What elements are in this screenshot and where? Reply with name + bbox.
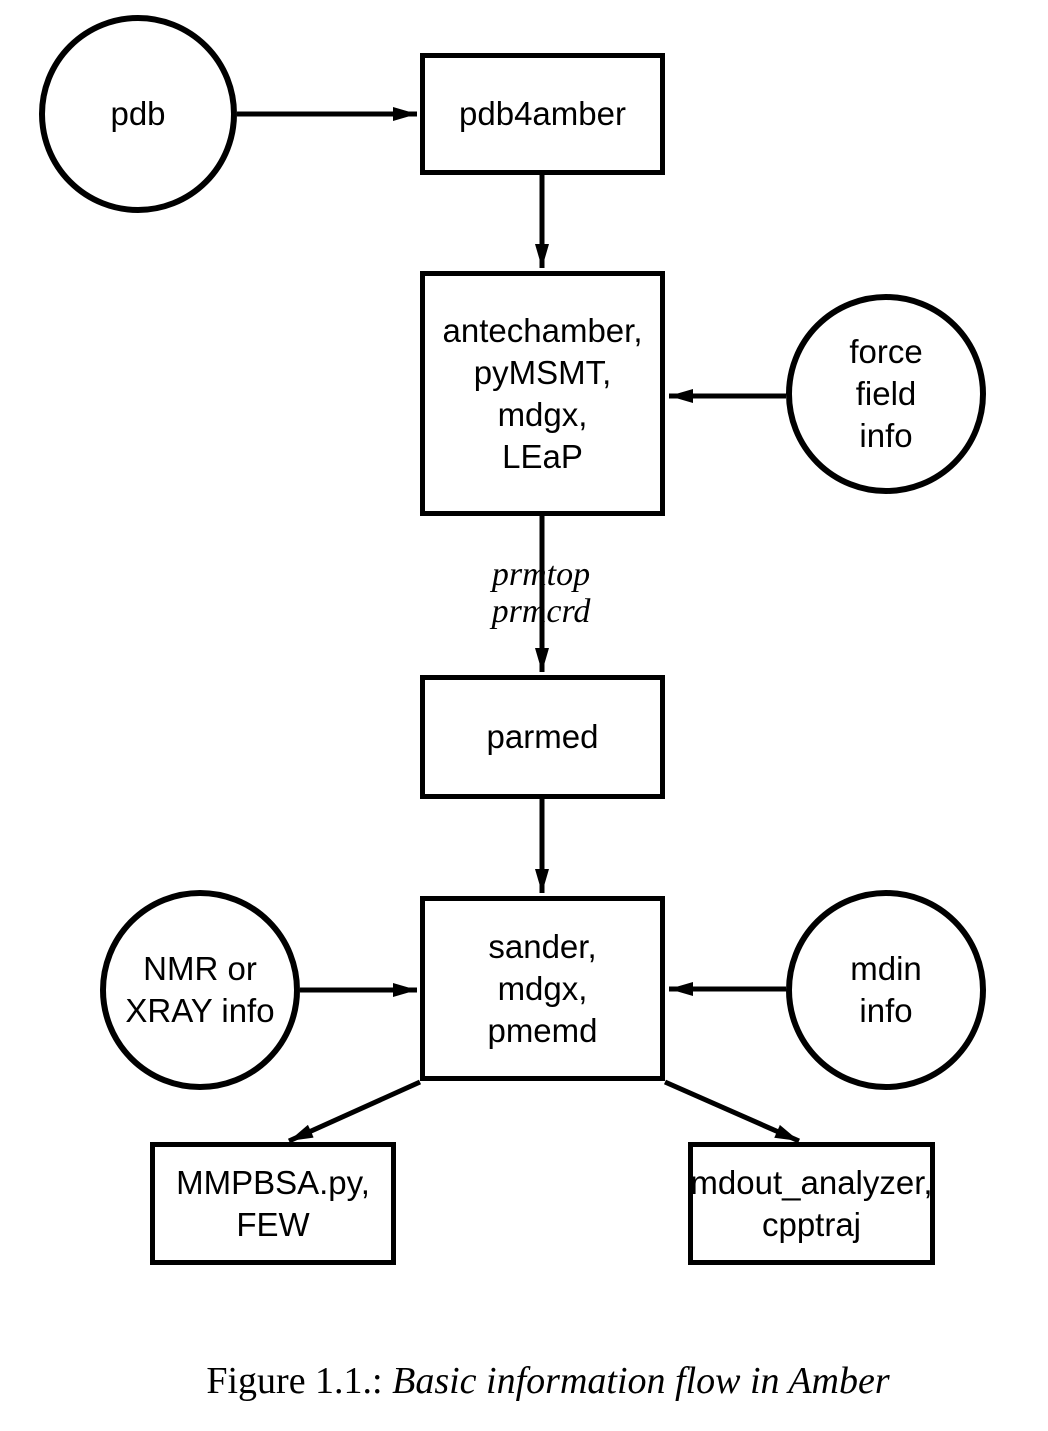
edge-label-prmtop-prmcrd: prmtop prmcrd	[406, 556, 676, 630]
arrow-sander-to-mmpbsa	[287, 1079, 422, 1144]
node-antechamber-line-1: antechamber,	[442, 311, 643, 349]
node-sander-line-3: pmemd	[487, 1011, 598, 1049]
node-force-field-info: force field info	[786, 294, 986, 494]
node-sander-line-2: mdgx,	[497, 969, 588, 1007]
node-force-field-line-1: force	[849, 333, 923, 370]
node-mdin-line-1: mdin	[850, 950, 922, 987]
node-parmed-label: parmed	[486, 718, 599, 755]
node-nmr-line-2: XRAY info	[125, 992, 275, 1029]
node-antechamber-line-2: pyMSMT,	[473, 353, 612, 391]
node-mdin-line-2: info	[859, 992, 913, 1029]
node-mdout-line-2: cpptraj	[761, 1205, 862, 1243]
node-parmed: parmed	[420, 675, 665, 799]
node-mdout-analyzer-cpptraj: mdout_analyzer, cpptraj	[688, 1142, 935, 1265]
figure-caption-number: Figure 1.1.:	[206, 1360, 393, 1402]
node-nmr-xray-info: NMR or XRAY info	[100, 890, 300, 1090]
node-antechamber-line-4: LEaP	[502, 437, 583, 475]
node-mmpbsa-line-2: FEW	[236, 1205, 310, 1243]
node-force-field-line-3: info	[859, 417, 913, 454]
node-sander-line-1: sander,	[488, 927, 597, 965]
edge-label-prmcrd: prmcrd	[491, 593, 591, 630]
node-antechamber-line-3: mdgx,	[497, 395, 588, 433]
node-nmr-line-1: NMR or	[143, 950, 257, 987]
node-pdb4amber: pdb4amber	[420, 53, 665, 175]
figure-caption-title: Basic information flow in Amber	[392, 1360, 890, 1402]
node-mdin-info: mdin info	[786, 890, 986, 1090]
node-force-field-line-2: field	[855, 375, 917, 412]
figure-caption: Figure 1.1.: Basic information flow in A…	[48, 1358, 1048, 1404]
edge-label-prmtop: prmtop	[491, 556, 591, 593]
node-pdb-label: pdb	[110, 95, 166, 132]
node-sander: sander, mdgx, pmemd	[420, 896, 665, 1081]
node-mmpbsa-line-1: MMPBSA.py,	[176, 1163, 370, 1201]
arrow-sander-to-mdout	[663, 1079, 801, 1144]
node-mmpbsa-few: MMPBSA.py, FEW	[150, 1142, 396, 1265]
node-antechamber: antechamber, pyMSMT, mdgx, LEaP	[420, 271, 665, 516]
node-mdout-line-1: mdout_analyzer,	[690, 1163, 933, 1201]
node-pdb: pdb	[39, 15, 237, 213]
node-pdb4amber-label: pdb4amber	[459, 95, 626, 132]
